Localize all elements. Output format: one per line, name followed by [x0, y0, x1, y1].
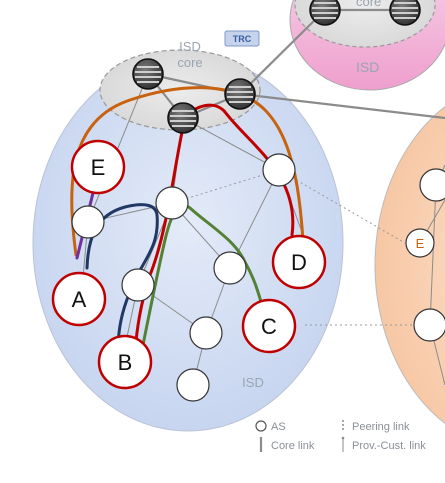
as-node [405, 228, 435, 258]
as-node [189, 316, 223, 350]
green-path-c [140, 203, 264, 352]
legend-prov-cust-link: Prov.-Cust. link [352, 440, 426, 452]
legend-as: AS [271, 421, 286, 433]
svg-text:D: D [291, 250, 307, 275]
svg-text:C: C [261, 314, 277, 339]
as-node [419, 168, 445, 202]
core-as-node-3 [167, 102, 199, 134]
red-path-d [183, 103, 295, 237]
legend-core-link: Core link [271, 440, 315, 452]
marker-e: E [70, 139, 126, 195]
core-label-line1: ISD [179, 39, 201, 54]
as-nodes [71, 153, 445, 402]
marker-a: A [51, 271, 107, 327]
red-path-b [133, 116, 187, 352]
svg-text:TRC: TRC [233, 34, 252, 44]
marker-d: D [271, 234, 327, 290]
legend: AS Core link Peering link Prov.-Cust. li… [255, 420, 426, 452]
marker-c: C [241, 298, 297, 354]
svg-text:B: B [118, 350, 133, 375]
markers: E A B C D [51, 139, 327, 390]
legend-as-icon [255, 420, 267, 432]
as-node [262, 153, 296, 187]
trc-badge: TRC [224, 30, 260, 47]
svg-text:A: A [72, 287, 87, 312]
marker-b: B [97, 334, 153, 390]
as-node [213, 251, 247, 285]
core-as-node-pink-1 [309, 0, 341, 26]
peering-links [171, 169, 415, 326]
core-label-line2: core [177, 55, 202, 70]
main-isd-label: ISD [242, 375, 264, 390]
orange-isd [374, 106, 445, 424]
pink-isd-core-label: core [356, 0, 381, 9]
right-isd-node-label: E [416, 236, 425, 251]
core-as-node-2 [224, 78, 256, 110]
core-as-node-1 [132, 58, 164, 90]
svg-text:E: E [91, 155, 106, 180]
as-node [155, 186, 189, 220]
legend-peering-link: Peering link [352, 421, 410, 433]
pink-isd-label: ISD [356, 59, 379, 75]
as-node [413, 308, 445, 342]
as-node [71, 205, 105, 239]
as-node [121, 268, 155, 302]
as-node [176, 368, 210, 402]
core-as-node-pink-2 [389, 0, 421, 26]
